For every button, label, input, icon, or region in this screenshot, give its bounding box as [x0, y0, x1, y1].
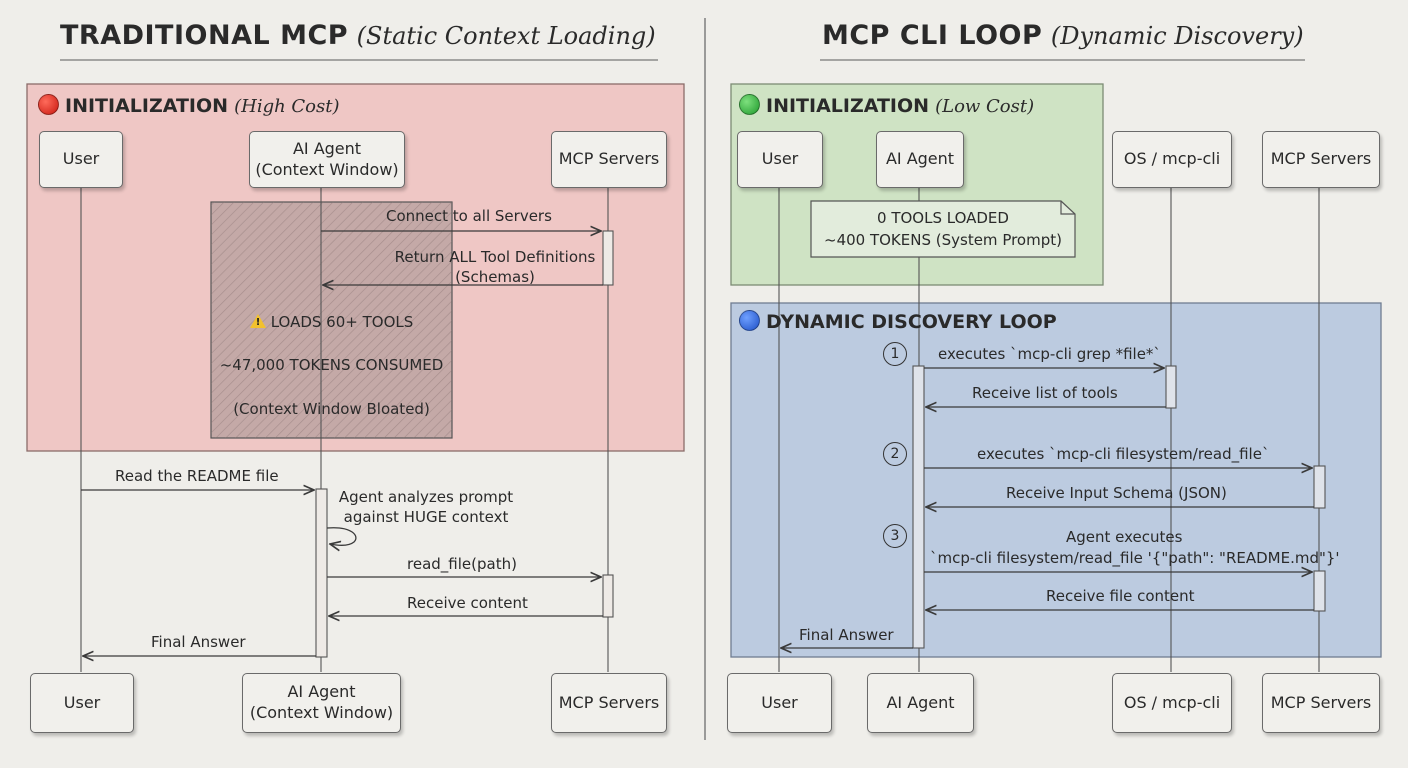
activation-cli-grep	[1165, 365, 1177, 409]
actor-agent-top-right: AI Agent	[876, 131, 964, 188]
init-low-title: INITIALIZATION (Low Cost)	[739, 94, 1034, 117]
actor-agent-top-left: AI Agent (Context Window)	[249, 131, 405, 188]
label-receive-content: Receive content	[407, 594, 528, 612]
label-analyze: Agent analyzes prompt against HUGE conte…	[338, 488, 514, 526]
activation-servers-init	[602, 230, 614, 286]
label-final-right: Final Answer	[799, 626, 894, 644]
actor-user-bottom-left: User	[30, 673, 134, 733]
init-high-label: INITIALIZATION	[65, 95, 229, 117]
label-readme: Read the README file	[115, 467, 279, 485]
right-title-bold: MCP CLI LOOP	[822, 20, 1043, 51]
label-schema: Receive Input Schema (JSON)	[1006, 484, 1227, 502]
activation-servers-read	[602, 574, 614, 618]
label-final-left: Final Answer	[151, 633, 246, 651]
label-file-content: Receive file content	[1046, 587, 1195, 605]
actor-servers-bottom-right: MCP Servers	[1262, 673, 1380, 733]
left-title-bold: TRADITIONAL MCP	[60, 20, 349, 51]
left-title: TRADITIONAL MCP (Static Context Loading)	[60, 20, 656, 51]
actor-cli-top-right: OS / mcp-cli	[1112, 131, 1232, 188]
actor-user-top-right: User	[737, 131, 823, 188]
right-title: MCP CLI LOOP (Dynamic Discovery)	[822, 20, 1304, 51]
label-grep: executes `mcp-cli grep *file*`	[938, 345, 1161, 363]
load-note-tools: LOADS 60+ TOOLS	[270, 312, 414, 331]
label-read-schema: executes `mcp-cli filesystem/read_file`	[977, 445, 1270, 463]
left-title-paren: (Static Context Loading)	[356, 22, 656, 50]
activation-agent-main	[315, 488, 328, 658]
actor-user-bottom-right: User	[727, 673, 832, 733]
label-return-tools: Return ALL Tool Definitions (Schemas)	[394, 248, 596, 286]
label-exec-1: Agent executes	[1066, 528, 1183, 546]
init-low-note: 0 TOOLS LOADED ~400 TOKENS (System Promp…	[824, 209, 1062, 249]
activation-servers-schema	[1313, 465, 1326, 509]
red-circle-icon	[38, 94, 59, 115]
load-note: LOADS 60+ TOOLS ~47,000 TOKENS CONSUMED …	[211, 290, 452, 442]
activation-agent-loop	[912, 365, 925, 649]
label-exec-2: `mcp-cli filesystem/read_file '{"path": …	[930, 549, 1340, 567]
init-low-cost: (Low Cost)	[935, 96, 1035, 117]
blue-circle-icon	[739, 310, 760, 331]
load-note-line-1: LOADS 60+ TOOLS	[211, 312, 452, 334]
step-badge-1: 1	[883, 342, 907, 366]
actor-agent-bottom-right: AI Agent	[867, 673, 974, 733]
arrow-self-analyze	[326, 527, 357, 546]
load-note-bloated: (Context Window Bloated)	[233, 399, 430, 418]
actor-servers-top-right: MCP Servers	[1262, 131, 1380, 188]
label-connect: Connect to all Servers	[386, 207, 552, 225]
loop-title: DYNAMIC DISCOVERY LOOP	[739, 310, 1057, 333]
discovery-loop-region	[730, 302, 1382, 658]
init-high-cost: (High Cost)	[234, 96, 340, 117]
right-title-paren: (Dynamic Discovery)	[1050, 22, 1304, 50]
warning-icon	[249, 313, 266, 330]
actor-agent-bottom-left: AI Agent (Context Window)	[242, 673, 401, 733]
loop-label: DYNAMIC DISCOVERY LOOP	[766, 311, 1057, 333]
step-badge-2: 2	[883, 442, 907, 466]
label-list: Receive list of tools	[972, 384, 1118, 402]
actor-servers-top-left: MCP Servers	[551, 131, 667, 188]
init-high-title: INITIALIZATION (High Cost)	[38, 94, 340, 117]
activation-servers-exec	[1313, 570, 1326, 612]
label-read-file: read_file(path)	[407, 555, 517, 573]
init-note-shape	[810, 200, 1076, 258]
actor-user-top-left: User	[39, 131, 123, 188]
actor-servers-bottom-left: MCP Servers	[551, 673, 667, 733]
load-note-tokens: ~47,000 TOKENS CONSUMED	[219, 356, 444, 375]
actor-cli-bottom-right: OS / mcp-cli	[1112, 673, 1232, 733]
green-circle-icon	[739, 94, 760, 115]
step-badge-3: 3	[883, 524, 907, 548]
init-low-label: INITIALIZATION	[766, 95, 930, 117]
